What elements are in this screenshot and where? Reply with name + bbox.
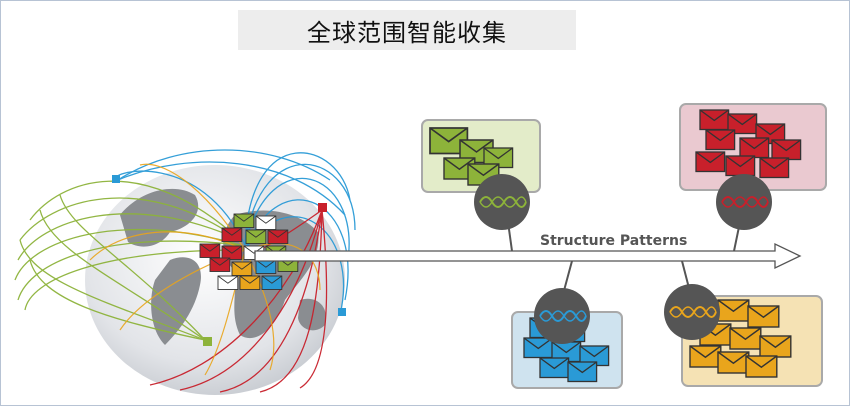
blue-endpoint [338,308,346,316]
title-bar: 全球范围智能收集 [238,10,576,50]
red-connection-arcs [149,209,328,393]
green-pattern-box [421,119,541,193]
waveform-icon [716,174,772,230]
green-connection-arcs [14,180,241,341]
waveform-icon [534,288,590,344]
page-title: 全球范围智能收集 [307,18,507,47]
arrow-label: Structure Patterns [540,233,687,249]
blue-endpoint [112,175,120,183]
waveform-icon [664,284,720,340]
red-endpoint [318,203,327,212]
green-endpoint [203,337,212,346]
arrow-icon [254,242,802,270]
waveform-icon [474,174,530,230]
globe-icon [85,165,345,395]
